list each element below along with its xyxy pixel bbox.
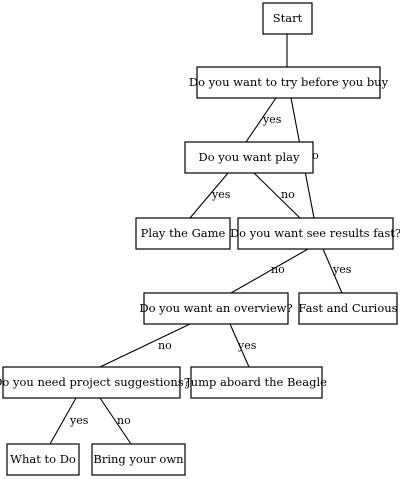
edge-line [253, 172, 301, 219]
edge-label: no [281, 188, 295, 201]
edge-label: yes [211, 188, 231, 201]
edge-suggest-to-what: yes [49, 397, 89, 445]
edge-label: no [117, 414, 131, 427]
edge-suggest-to-own: no [99, 397, 132, 445]
edge-line [49, 397, 77, 445]
edge-line [189, 172, 229, 219]
node-own: Bring your own [91, 443, 186, 476]
edge-line [99, 323, 191, 368]
node-results: Do you want see results fast? [230, 217, 400, 250]
node-box [190, 366, 323, 399]
edge-line [99, 397, 132, 445]
edge-line [245, 97, 277, 143]
node-label: What to Do [10, 452, 76, 466]
node-what: What to Do [6, 443, 80, 476]
node-play_game: Play the Game [135, 217, 231, 250]
node-label: Do you want play [198, 150, 300, 164]
node-box [135, 217, 231, 250]
node-box [262, 2, 313, 35]
edge-results-to-fast: yes [322, 248, 352, 294]
edge-results-to-overview: no [230, 248, 309, 294]
node-label: Do you want see results fast? [230, 226, 400, 240]
edge-overview-to-suggest: no [99, 323, 191, 368]
node-label: Play the Game [141, 226, 226, 240]
node-overview: Do you want an overview? [139, 292, 293, 325]
node-suggest: Do you need project suggestions? [0, 366, 190, 399]
node-box [6, 443, 80, 476]
node-play: Do you want play [184, 141, 314, 174]
node-box [143, 292, 289, 325]
node-label: Jump aboard the Beagle [185, 375, 327, 389]
node-label: Start [273, 11, 303, 25]
edge-label: yes [332, 263, 352, 276]
edge-line [229, 323, 250, 368]
node-start: Start [262, 2, 313, 35]
node-box [2, 366, 181, 399]
edge-overview-to-beagle: yes [229, 323, 257, 368]
node-label: Do you want to try before you buy [189, 75, 389, 89]
node-fast: Fast and Curious [298, 292, 398, 325]
node-box [196, 66, 381, 99]
edge-try-to-play: yes [245, 97, 282, 143]
node-label: Fast and Curious [298, 301, 397, 315]
edge-label: no [158, 339, 172, 352]
edge-play-to-results: no [253, 172, 301, 219]
node-label: Do you need project suggestions? [0, 375, 190, 389]
node-box [91, 443, 186, 476]
node-box [298, 292, 398, 325]
edge-label: yes [69, 414, 89, 427]
edge-label: yes [262, 113, 282, 126]
edge-play-to-play_game: yes [189, 172, 231, 219]
edge-line [322, 248, 343, 294]
node-box [184, 141, 314, 174]
node-beagle: Jump aboard the Beagle [185, 366, 327, 399]
node-label: Bring your own [93, 452, 184, 466]
node-try: Do you want to try before you buy [189, 66, 389, 99]
edge-label: no [271, 263, 285, 276]
edge-label: yes [237, 339, 257, 352]
node-label: Do you want an overview? [139, 301, 292, 315]
node-box [237, 217, 394, 250]
edge-line [230, 248, 309, 294]
